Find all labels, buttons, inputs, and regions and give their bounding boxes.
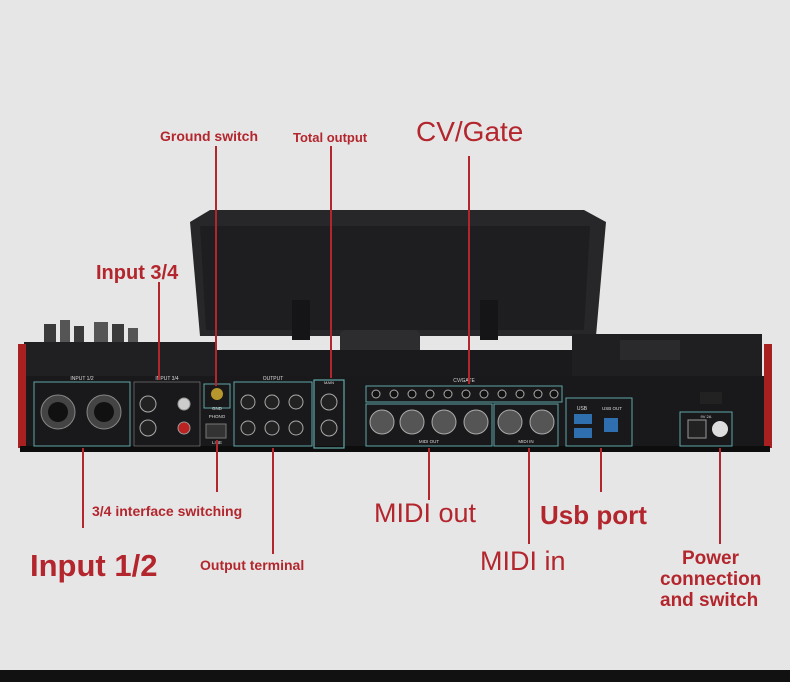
power-label-line3: and switch — [660, 590, 759, 611]
panel-text-power-rating: 9V 2A — [701, 414, 712, 419]
midi-out-leader — [428, 448, 430, 500]
total-output-leader — [330, 146, 332, 378]
knobs — [44, 320, 138, 344]
input-3-4-label: Input 3/4 — [96, 262, 179, 284]
midi-in-label: MIDI in — [480, 546, 566, 576]
power-label-line2: connection — [660, 569, 762, 590]
panel-text-midi-out: MIDI OUT — [419, 439, 439, 444]
midi-in-leader — [528, 448, 530, 544]
panel-text-input-1-2: INPUT 1/2 — [70, 376, 93, 382]
panel-text-midi-in: MIDI IN — [518, 439, 533, 444]
panel-text-main: MAIN — [324, 380, 334, 385]
output-terminal-leader — [272, 448, 274, 554]
output-terminal-label: Output terminal — [200, 557, 305, 573]
usb-port-label: Usb port — [540, 500, 647, 530]
panel-text-input-3-4: INPUT 3/4 — [155, 376, 178, 382]
panel-text-cv-gate: CV/GATE — [453, 378, 475, 384]
cv-gate-leader — [468, 156, 470, 384]
power-label-line1: Power — [682, 548, 740, 569]
panel-text-gnd: GND — [212, 406, 223, 411]
input-3-4-section — [133, 381, 201, 447]
power-section — [679, 392, 733, 447]
midi-in-section — [493, 403, 559, 447]
input-1-2-label: Input 1/2 — [30, 548, 158, 583]
screen-lid — [190, 210, 606, 360]
interface-switching-leader — [216, 440, 218, 492]
interface-switching-label: 3/4 interface switching — [92, 503, 243, 519]
input-3-4-leader — [158, 282, 160, 380]
panel-text-usb: USB — [577, 406, 588, 412]
bottom-bar — [0, 670, 790, 682]
output-section — [233, 381, 313, 447]
ground-switch-label: Ground switch — [160, 128, 258, 144]
ground-switch-section — [203, 383, 231, 439]
input-1-2-leader — [82, 448, 84, 528]
ground-switch-leader — [215, 146, 217, 386]
panel-text-usb-out: USB OUT — [602, 406, 622, 411]
panel-text-output: OUTPUT — [263, 376, 284, 382]
power-leader — [719, 448, 721, 544]
usb-section — [565, 397, 633, 447]
cv-gate-label: CV/Gate — [416, 116, 524, 147]
panel-text-phono: PHONO — [209, 414, 226, 419]
rear-panel — [20, 376, 770, 448]
total-output-label: Total output — [293, 130, 368, 145]
main-output-section — [313, 379, 345, 449]
input-1-2-section — [33, 381, 131, 447]
midi-out-section — [365, 403, 493, 447]
midi-out-label: MIDI out — [374, 498, 477, 528]
usb-port-leader — [600, 448, 602, 492]
cv-gate-section — [365, 385, 563, 403]
